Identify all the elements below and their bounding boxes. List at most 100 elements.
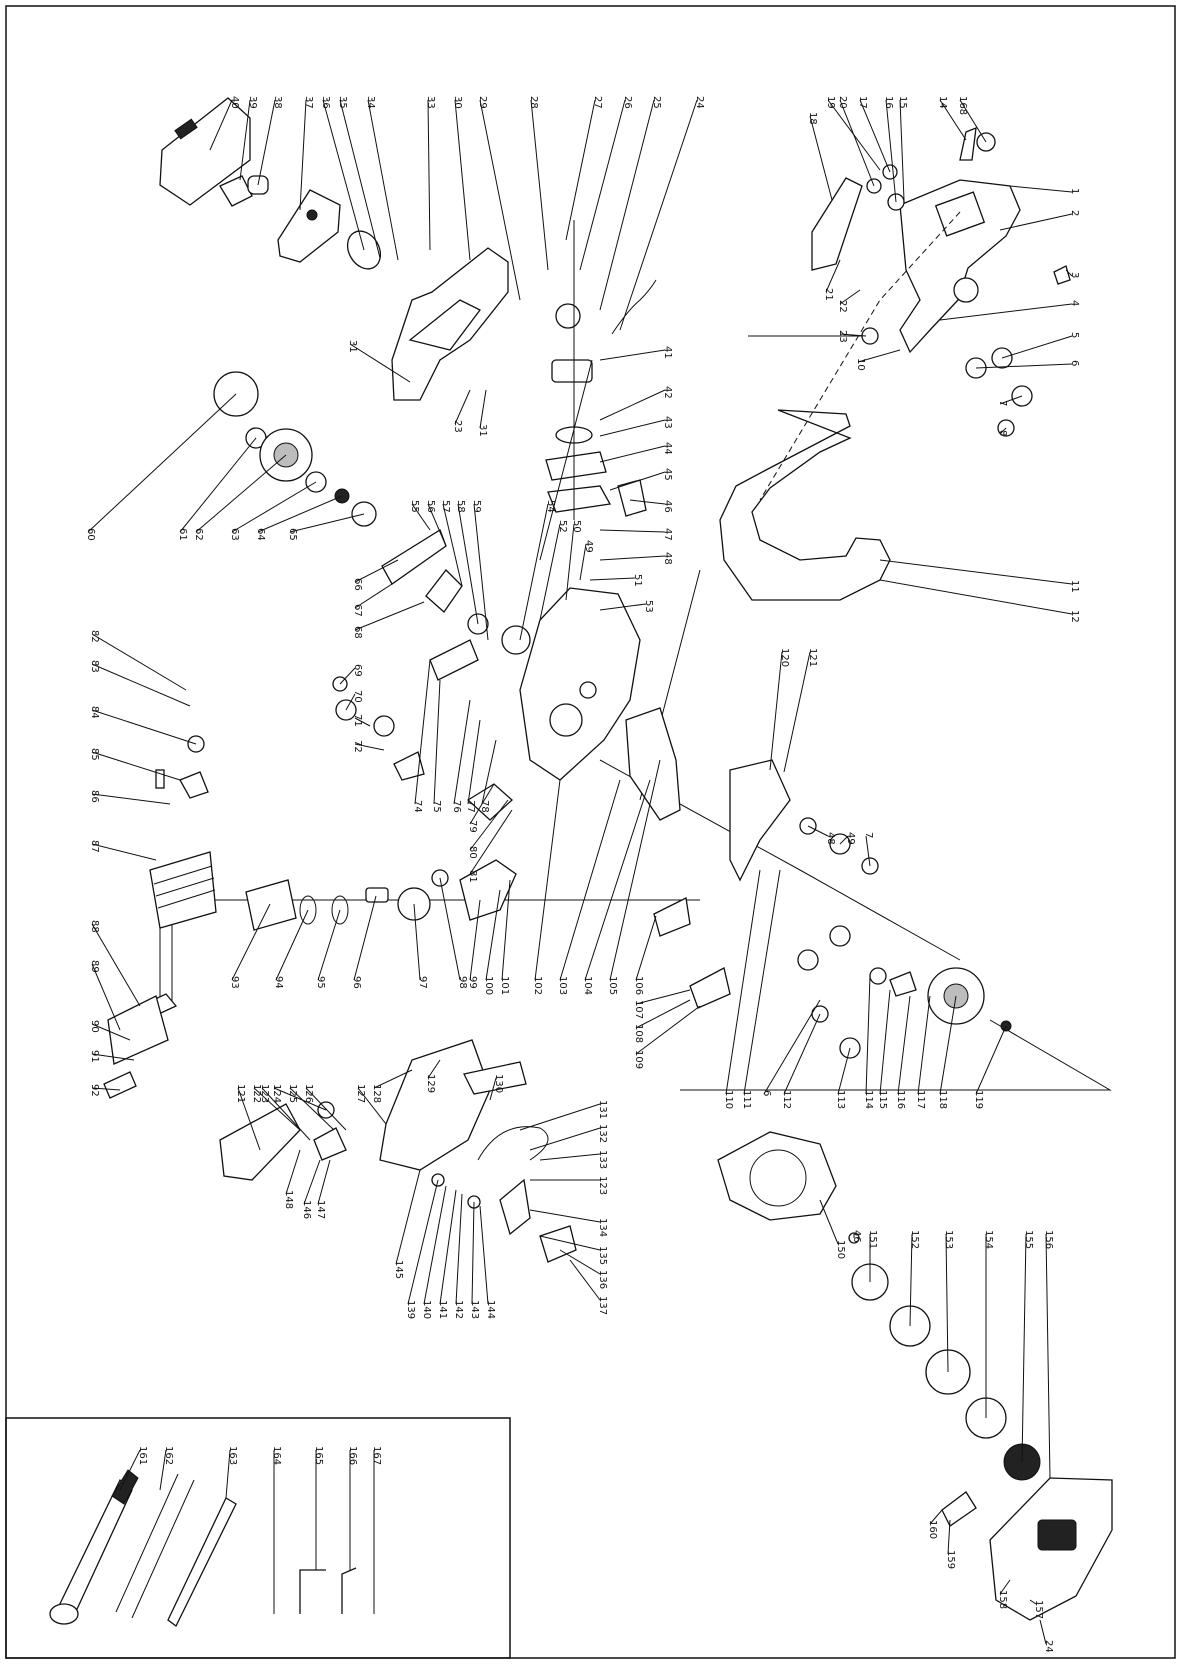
part-number-label: 22 <box>837 300 848 313</box>
part-number-label: 98 <box>457 976 468 989</box>
leader-line <box>345 693 356 711</box>
leader-line <box>635 915 657 981</box>
part-number-label: 11 <box>1069 580 1080 593</box>
part-number-label: 143 <box>469 1300 480 1319</box>
leader-line <box>539 1153 601 1161</box>
leader-line <box>519 503 549 641</box>
part-number-label: 153 <box>943 1230 954 1249</box>
part-number-label: 34 <box>365 96 376 109</box>
part-number-label: 69 <box>352 664 363 677</box>
part-number-label: 103 <box>557 976 568 995</box>
leader-line <box>367 99 399 261</box>
leader-line <box>909 1233 913 1327</box>
part-number-label: 126 <box>303 1084 314 1103</box>
accessory-box <box>5 1417 511 1659</box>
part-number-label: 152 <box>909 1230 920 1249</box>
leader-line <box>439 1189 457 1305</box>
page-border <box>5 5 1176 1659</box>
leader-line <box>457 503 479 625</box>
leader-line <box>433 679 441 805</box>
part-number-label: 123 <box>259 1084 270 1103</box>
leader-line <box>1039 1619 1047 1645</box>
leader-line <box>807 825 829 837</box>
part-number-label: 56 <box>425 500 436 513</box>
part-number-label: 29 <box>477 96 488 109</box>
part-number-label: 83 <box>89 660 100 673</box>
part-number-label: 92 <box>89 1084 100 1097</box>
part-number-label: 119 <box>973 1090 984 1109</box>
part-number-label: 65 <box>287 528 298 541</box>
leader-line <box>413 903 421 981</box>
part-number-label: 3 <box>1069 272 1080 278</box>
leader-line <box>725 869 761 1095</box>
part-number-label: 117 <box>915 1090 926 1109</box>
part-number-label: 102 <box>532 976 543 995</box>
part-number-label: 52 <box>557 520 568 533</box>
leader-line <box>629 499 666 505</box>
part-number-label: 27 <box>592 96 603 109</box>
leader-line <box>479 389 487 429</box>
leader-line <box>91 843 157 861</box>
leader-line <box>91 1023 131 1041</box>
part-number-label: 15 <box>897 96 908 109</box>
part-number-label: 163 <box>227 1446 238 1465</box>
leader-line <box>975 363 1073 369</box>
part-number-label: 18 <box>807 112 818 125</box>
leader-line <box>339 99 381 259</box>
part-number-label: 100 <box>483 976 494 995</box>
leader-line <box>839 333 867 337</box>
part-number-label: 133 <box>597 1150 608 1169</box>
leader-line <box>273 1087 327 1111</box>
part-number-label: 123 <box>597 1176 608 1195</box>
front-handle-bar <box>719 409 891 601</box>
part-number-label: 134 <box>597 1218 608 1237</box>
leader-line <box>467 719 481 805</box>
part-number-label: 146 <box>301 1200 312 1219</box>
leader-line <box>285 1149 301 1195</box>
leader-line <box>479 99 521 301</box>
part-number-label: 135 <box>597 1246 608 1265</box>
leader-line <box>635 1005 701 1055</box>
part-number-label: 132 <box>597 1124 608 1143</box>
leader-line <box>865 835 871 867</box>
part-number-label: 78 <box>479 800 490 813</box>
part-number-label: 5 <box>1069 332 1080 338</box>
cylinder-group <box>103 735 517 1099</box>
leader-line <box>261 1087 311 1141</box>
part-number-label: 46 <box>851 1230 862 1243</box>
leader-line <box>91 793 171 805</box>
part-number-label: 110 <box>723 1090 734 1109</box>
leader-line <box>929 1509 943 1525</box>
part-number-label: 118 <box>937 1090 948 1109</box>
part-number-label: 57 <box>440 500 451 513</box>
part-number-label: 49 <box>583 540 594 553</box>
part-number-label: 4 <box>1069 300 1080 306</box>
leader-line <box>599 419 666 437</box>
part-number-label: 46 <box>662 500 673 513</box>
leader-line <box>599 99 655 311</box>
part-number-label: 150 <box>835 1240 846 1259</box>
leader-line <box>635 999 691 1029</box>
clutch-group <box>213 371 377 527</box>
leader-line <box>373 1069 413 1089</box>
part-number-label: 89 <box>89 960 100 973</box>
leader-line <box>455 1193 463 1305</box>
part-number-label: 54 <box>545 500 556 513</box>
leader-line <box>411 503 431 531</box>
part-number-label: 48 <box>825 832 836 845</box>
part-number-label: 66 <box>352 578 363 591</box>
leader-line <box>354 559 399 583</box>
part-number-label: 87 <box>89 840 100 853</box>
leader-line <box>819 1199 839 1245</box>
part-number-label: 64 <box>255 528 266 541</box>
leader-line <box>239 99 251 181</box>
part-number-label: 53 <box>643 600 654 613</box>
part-number-label: 125 <box>287 1084 298 1103</box>
part-number-label: 44 <box>662 442 673 455</box>
part-number-label: 168 <box>957 96 968 115</box>
leader-line <box>91 663 191 707</box>
part-number-label: 96 <box>351 976 362 989</box>
leader-line <box>565 99 596 241</box>
part-number-label: 70 <box>352 690 363 703</box>
